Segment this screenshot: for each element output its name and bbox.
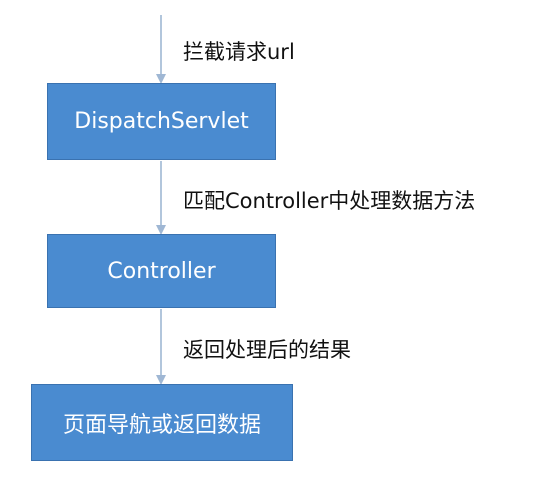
page-navigation-label: 页面导航或返回数据: [62, 412, 261, 438]
arrow-label-intercept-url: 拦截请求url: [183, 40, 295, 64]
controller-label: Controller: [107, 258, 216, 284]
dispatchservlet-box: DispatchServlet: [47, 83, 276, 160]
page-navigation-box: 页面导航或返回数据: [31, 384, 293, 461]
controller-box: Controller: [47, 234, 276, 308]
dispatchservlet-label: DispatchServlet: [74, 109, 249, 134]
arrow-label-return-result: 返回处理后的结果: [183, 338, 351, 362]
arrow-label-match-controller: 匹配Controller中处理数据方法: [183, 189, 476, 213]
